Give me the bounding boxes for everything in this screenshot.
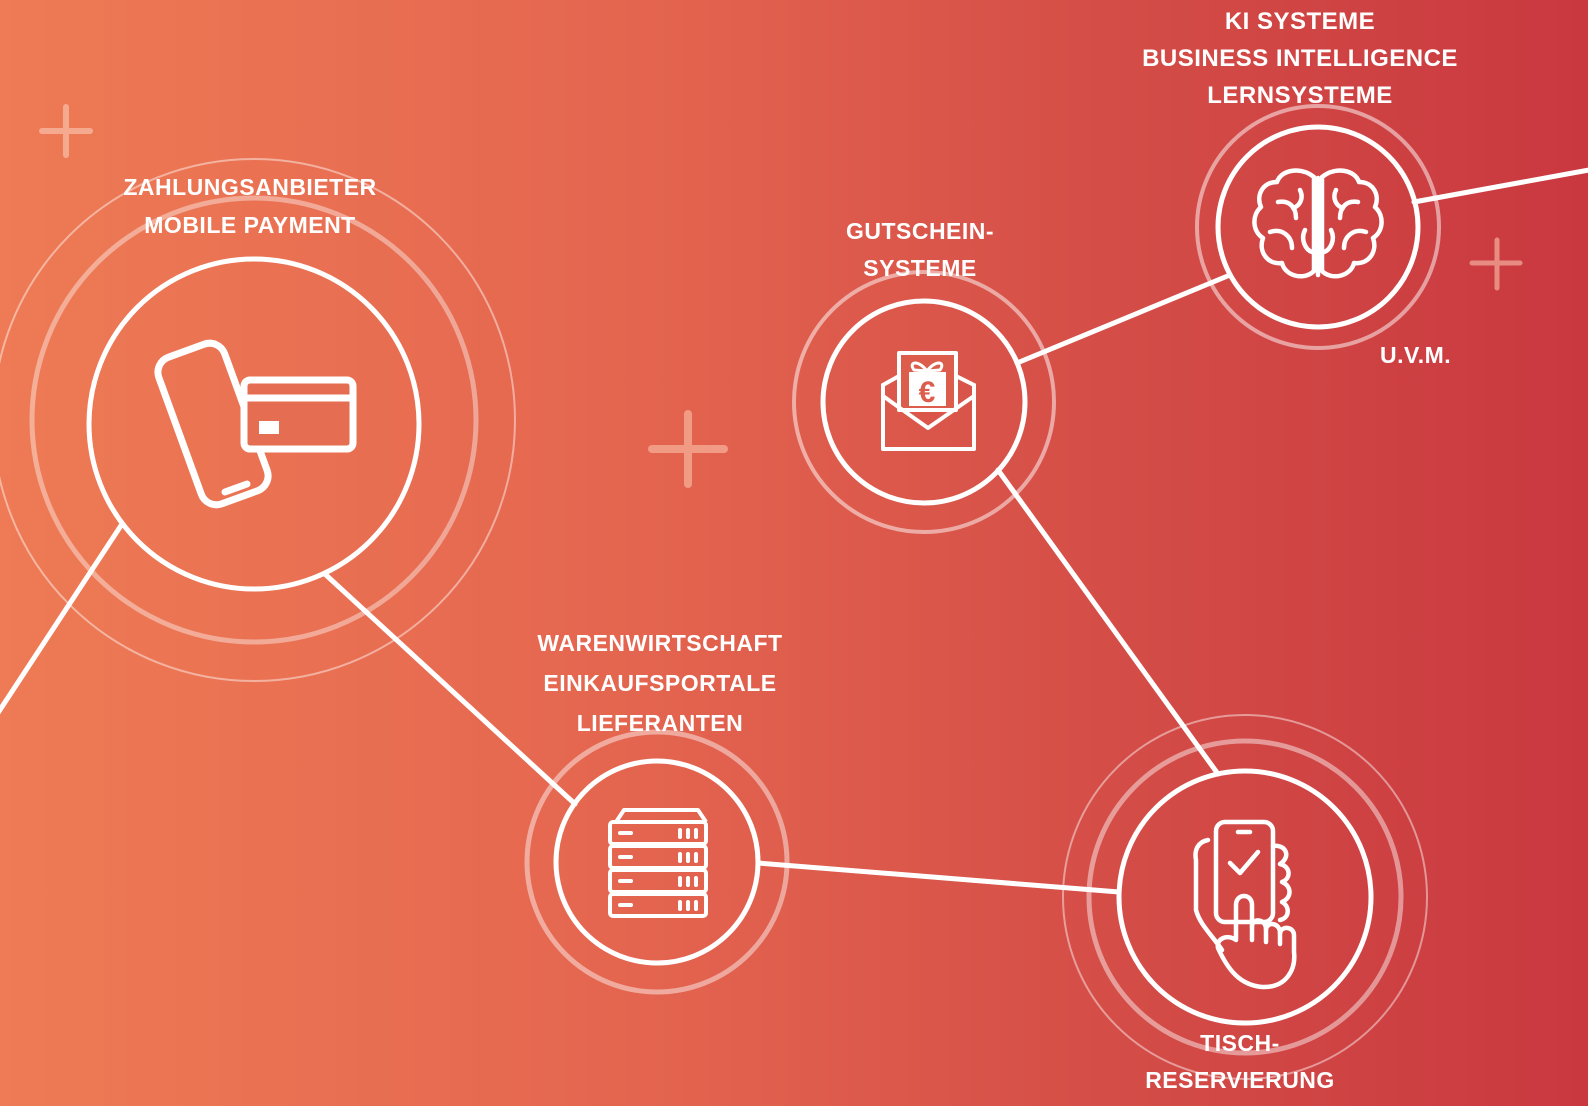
payment-label-line-1: ZAHLUNGSANBIETER	[123, 174, 377, 200]
warehouse-label-line-1: WARENWIRTSCHAFT	[537, 630, 783, 656]
uvm-label: U.V.M.	[1380, 342, 1452, 368]
line-warehouse-reservation	[755, 860, 1122, 895]
plus-mark-right	[1469, 237, 1523, 291]
voucher-label: GUTSCHEIN- SYSTEME	[790, 220, 1050, 294]
warehouse-label-line-3: LIEFERANTEN	[576, 710, 744, 736]
warehouse-node	[524, 729, 790, 995]
voucher-node: €	[792, 270, 1056, 534]
line-voucher-ai	[1014, 272, 1233, 366]
svg-text:€: €	[919, 376, 936, 409]
voucher-envelope-icon: €	[881, 351, 976, 451]
payment-label-line-2: MOBILE PAYMENT	[144, 212, 356, 238]
voucher-label-line-2: SYSTEME	[863, 255, 977, 281]
reservation-node	[1062, 714, 1428, 1080]
plus-mark-top-left	[39, 104, 93, 158]
ai-label-line-3: LERNSYSTEME	[1207, 82, 1393, 109]
line-ai-offscreen	[1411, 167, 1588, 205]
ai-label-line-1: KI SYSTEME	[1224, 8, 1376, 35]
warehouse-label-line-2: EINKAUFSPORTALE	[543, 670, 777, 696]
warehouse-label: WARENWIRTSCHAFT EINKAUFSPORTALE LIEFERAN…	[470, 632, 850, 748]
payment-label: ZAHLUNGSANBIETER MOBILE PAYMENT	[70, 176, 430, 252]
server-icon	[608, 808, 708, 918]
line-payment-offscreen	[0, 521, 125, 715]
line-payment-warehouse	[323, 572, 578, 807]
reservation-label-line-2: RESERVIERUNG	[1145, 1067, 1335, 1093]
reservation-label-line-1: TISCH-	[1200, 1030, 1280, 1056]
brain-icon	[1252, 168, 1384, 279]
line-voucher-reservation	[995, 467, 1221, 777]
ai-node	[1195, 104, 1441, 350]
connector-lines	[0, 167, 1588, 895]
payment-node	[0, 158, 516, 682]
ai-label-line-2: BUSINESS INTELLIGENCE	[1142, 45, 1458, 72]
ai-label: KI SYSTEME BUSINESS INTELLIGENCE LERNSYS…	[1100, 10, 1500, 121]
reservation-label: TISCH- RESERVIERUNG	[1080, 1032, 1400, 1106]
hand-phone-check-icon	[1193, 819, 1297, 990]
voucher-label-line-1: GUTSCHEIN-	[845, 218, 995, 244]
plus-mark-center	[648, 410, 728, 488]
phone-card-icon	[154, 339, 357, 509]
